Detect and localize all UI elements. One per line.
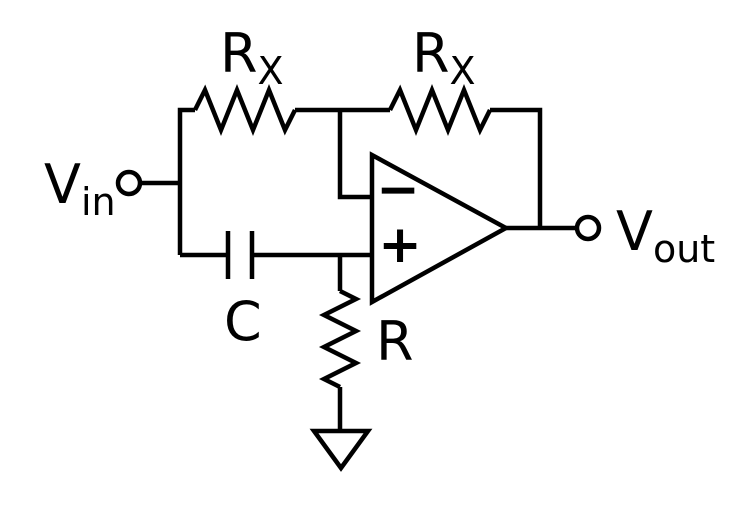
- wire-inverting-input: [337, 110, 372, 200]
- rx-right-label: RX: [412, 22, 476, 93]
- rx-left-label: RX: [220, 22, 284, 93]
- opamp-plus-label: +: [378, 215, 422, 275]
- resistor-rx-right: [387, 83, 493, 137]
- resistor-label: R: [376, 310, 414, 373]
- ground-icon: [309, 428, 373, 472]
- opamp-triangle: [369, 151, 511, 306]
- resistor-r: [318, 288, 362, 390]
- opamp-minus-label: −: [376, 160, 420, 220]
- vout-terminal: [574, 214, 602, 242]
- capacitor-symbol: [225, 231, 255, 279]
- vout-label: Vout: [616, 200, 715, 271]
- vin-label: Vin: [44, 153, 116, 224]
- capacitor-label: C: [224, 290, 262, 353]
- vin-terminal: [115, 169, 143, 197]
- resistor-rx-left: [192, 83, 298, 137]
- wire-feedback: [490, 107, 543, 228]
- wire-left-rail: [177, 107, 195, 255]
